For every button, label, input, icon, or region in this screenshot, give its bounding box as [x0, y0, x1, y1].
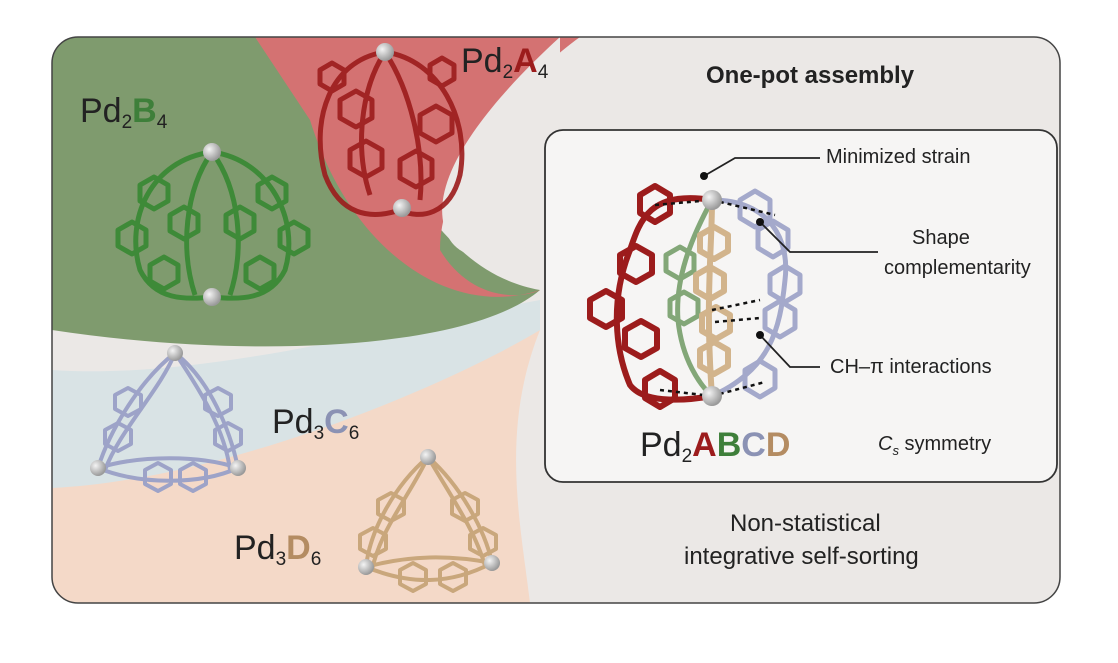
cage-abcd — [587, 183, 803, 410]
callout-shape — [759, 221, 878, 253]
label-pd2abcd: Pd2ABCD — [640, 426, 790, 468]
label-pd2abcd-b: B — [716, 426, 742, 464]
region-d-peach — [52, 330, 540, 603]
cage-c-lavender — [96, 351, 243, 493]
label-pd3d6: Pd3D6 — [234, 529, 321, 571]
region-a-notch — [442, 37, 560, 257]
callout-strain-dot — [700, 172, 708, 180]
pd-ion-c-top — [167, 345, 183, 361]
cage-b-green — [115, 149, 311, 301]
label-pd3c6-pd: Pd — [272, 403, 314, 441]
label-pd3c6: Pd3C6 — [272, 403, 359, 445]
pd-ion-b-bottom — [203, 288, 221, 306]
pd-ion-a-top — [376, 43, 394, 61]
footer-line2: integrative self-sorting — [684, 543, 919, 570]
feature-shape-line2: complementarity — [884, 257, 1031, 279]
label-pd2b4-n: 2 — [121, 112, 133, 133]
label-pd3c6-n: 3 — [313, 423, 325, 444]
label-pd2b4-m: 4 — [156, 112, 168, 133]
pd-ion-a-bottom — [393, 199, 411, 217]
feature-ch-pi: CH–π interactions — [830, 356, 992, 378]
label-pd2a4: Pd2A4 — [461, 42, 548, 84]
callout-ch — [759, 334, 820, 368]
pd-ion-c-right — [230, 460, 246, 476]
pd-ion-c-left — [90, 460, 106, 476]
pd-ion-d-left — [358, 559, 374, 575]
label-pd2abcd-pd: Pd — [640, 426, 682, 464]
cage-d-tan — [358, 455, 498, 593]
symmetry-text: symmetry — [904, 433, 992, 455]
feature-strain: Minimized strain — [826, 146, 971, 168]
callout-ch-dot — [756, 331, 764, 339]
label-pd3d6-m: 6 — [310, 549, 322, 570]
label-pd2abcd-n: 2 — [681, 446, 693, 467]
cage-a-red — [317, 49, 465, 217]
outer-frame — [51, 36, 1061, 604]
label-pd3d6-letter: D — [286, 529, 311, 567]
label-pd2b4: Pd2B4 — [80, 92, 167, 134]
pd-ion-abcd-bottom — [702, 386, 722, 406]
callout-shape-dot — [756, 218, 764, 226]
label-pd3d6-n: 3 — [275, 549, 287, 570]
page-title: One-pot assembly — [706, 62, 915, 89]
label-pd3c6-letter: C — [324, 403, 349, 441]
label-pd2a4-m: 4 — [537, 62, 549, 83]
label-pd2abcd-c: C — [741, 426, 766, 464]
pd-ion-d-top — [420, 449, 436, 465]
callout-strain — [703, 157, 820, 177]
pd-ion-b-top — [203, 143, 221, 161]
pd-ion-d-right — [484, 555, 500, 571]
symmetry-symbol: C — [878, 433, 893, 455]
symmetry-label: Cs symmetry — [878, 433, 991, 458]
label-pd2abcd-a: A — [692, 426, 717, 464]
label-pd2b4-pd: Pd — [80, 92, 122, 130]
feature-shape-line1: Shape — [912, 227, 970, 249]
label-pd2a4-n: 2 — [502, 62, 514, 83]
label-pd3d6-pd: Pd — [234, 529, 276, 567]
footer-line1: Non-statistical — [730, 510, 881, 537]
label-pd2b4-letter: B — [132, 92, 157, 130]
label-pd2abcd-d: D — [765, 426, 791, 464]
label-pd2a4-letter: A — [513, 42, 538, 80]
pd-ion-abcd-top — [702, 190, 722, 210]
symmetry-sub: s — [892, 443, 899, 458]
label-pd3c6-m: 6 — [348, 423, 360, 444]
label-pd2a4-pd: Pd — [461, 42, 503, 80]
